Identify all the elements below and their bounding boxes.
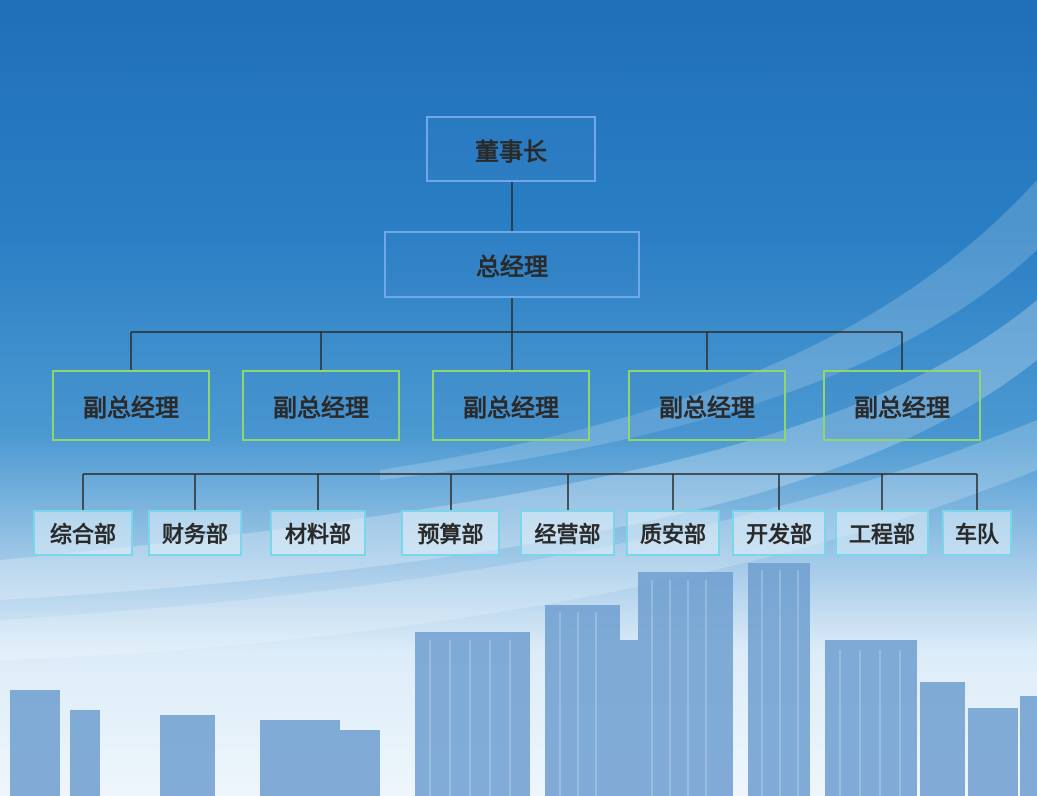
dept-box-9: 车队 bbox=[942, 510, 1012, 556]
vice-manager-box-4: 副总经理 bbox=[628, 370, 786, 441]
vice-manager-label: 副总经理 bbox=[273, 394, 369, 422]
vice-manager-label: 副总经理 bbox=[854, 394, 950, 422]
dept-label: 预算部 bbox=[417, 523, 484, 548]
dept-label: 综合部 bbox=[49, 523, 116, 548]
dept-box-2: 财务部 bbox=[148, 510, 242, 556]
chairman-box: 董事长 bbox=[426, 116, 596, 182]
dept-box-4: 预算部 bbox=[401, 510, 500, 556]
dept-box-8: 工程部 bbox=[835, 510, 929, 556]
vice-manager-box-3: 副总经理 bbox=[432, 370, 590, 441]
dept-label: 材料部 bbox=[284, 523, 351, 548]
dept-label: 工程部 bbox=[848, 523, 915, 548]
vice-manager-box-2: 副总经理 bbox=[242, 370, 400, 441]
vice-manager-box-5: 副总经理 bbox=[823, 370, 981, 441]
dept-label: 车队 bbox=[954, 523, 999, 548]
chairman-label: 董事长 bbox=[475, 137, 547, 166]
dept-box-5: 经营部 bbox=[520, 510, 615, 556]
dept-box-3: 材料部 bbox=[270, 510, 366, 556]
vice-manager-label: 副总经理 bbox=[659, 394, 755, 422]
dept-label: 开发部 bbox=[745, 523, 812, 548]
dept-label: 财务部 bbox=[161, 523, 228, 548]
dept-box-6: 质安部 bbox=[626, 510, 720, 556]
vice-manager-label: 副总经理 bbox=[463, 394, 559, 422]
general-manager-box: 总经理 bbox=[384, 231, 640, 298]
dept-label: 经营部 bbox=[534, 523, 601, 548]
vice-manager-box-1: 副总经理 bbox=[52, 370, 210, 441]
dept-box-7: 开发部 bbox=[732, 510, 826, 556]
general-manager-label: 总经理 bbox=[476, 253, 548, 281]
vice-manager-label: 副总经理 bbox=[83, 394, 179, 422]
dept-box-1: 综合部 bbox=[33, 510, 133, 556]
dept-label: 质安部 bbox=[639, 523, 706, 548]
